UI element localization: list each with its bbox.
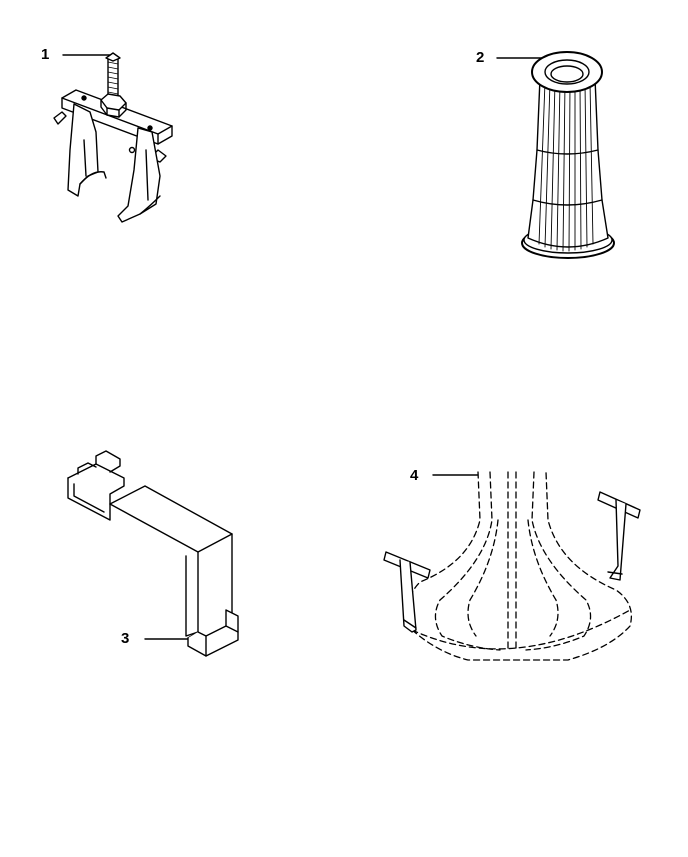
callout-number-2: 2 [476, 49, 485, 66]
callout-number-4: 4 [410, 467, 419, 484]
left-t-handle [383, 551, 431, 633]
ribbed-tube-illustration [521, 51, 615, 259]
right-t-handle [597, 491, 641, 581]
gear-puller-illustration [53, 52, 173, 223]
callout-number-1: 1 [41, 46, 50, 63]
callout-number-3: 3 [121, 630, 130, 647]
formed-bracket-illustration [67, 450, 239, 657]
dashed-assembly-illustration [383, 471, 641, 661]
